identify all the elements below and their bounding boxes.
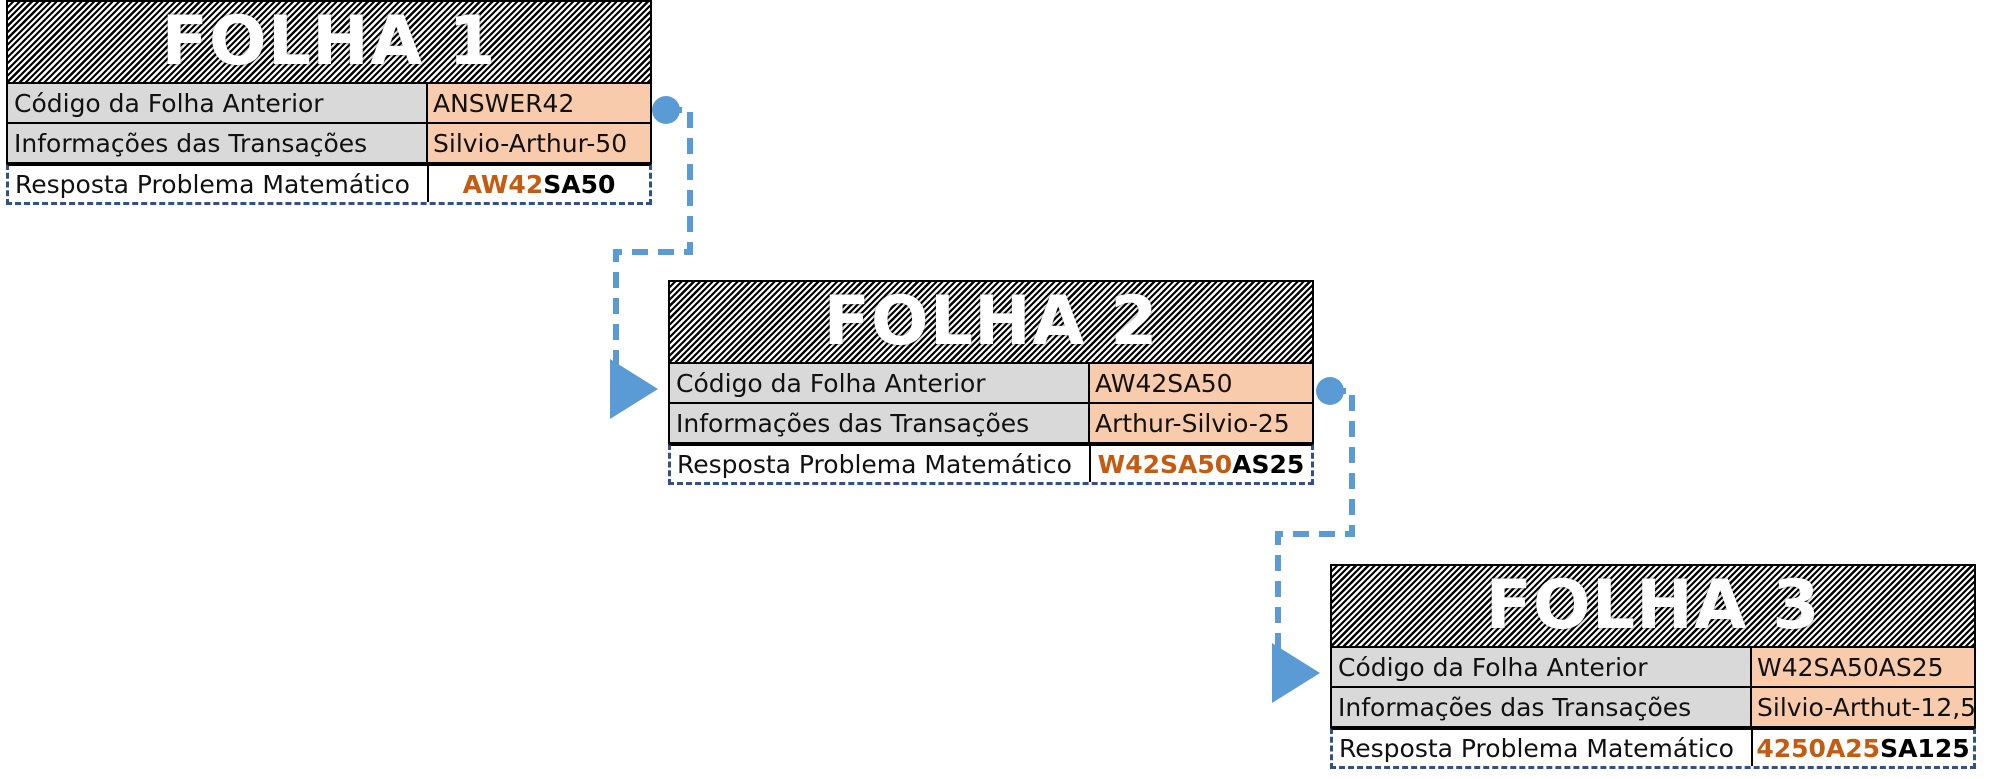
connector-path	[610, 107, 693, 419]
answer-part-plain: AS25	[1232, 449, 1305, 479]
row-label: Código da Folha Anterior	[670, 364, 1090, 402]
row-value[interactable]: Silvio-Arthut-12,5	[1752, 688, 1974, 726]
connector-path	[1272, 388, 1355, 703]
connector-1-to-2	[610, 96, 693, 419]
answer-part-highlight: 4250A25	[1756, 733, 1881, 763]
sheet-folha-3: FOLHA 3 Código da Folha Anterior W42SA50…	[1330, 564, 1976, 769]
sheet-header: FOLHA 1	[6, 0, 652, 84]
sheet-header: FOLHA 3	[1330, 564, 1976, 648]
connector-2-to-3	[1272, 377, 1355, 703]
sheet-title: FOLHA 3	[1485, 566, 1821, 645]
row-label: Resposta Problema Matemático	[671, 446, 1091, 482]
answer-part-plain: SA50	[543, 169, 616, 199]
answer-part-plain: SA125	[1880, 733, 1970, 763]
sheet-header: FOLHA 2	[668, 280, 1314, 364]
sheet-folha-2: FOLHA 2 Código da Folha Anterior AW42SA5…	[668, 280, 1314, 485]
row-transactions: Informações das Transações Silvio-Arthut…	[1330, 688, 1976, 728]
row-value[interactable]: W42SA50AS25	[1752, 648, 1974, 686]
row-transactions: Informações das Transações Silvio-Arthur…	[6, 124, 652, 164]
row-label: Código da Folha Anterior	[8, 84, 428, 122]
row-label: Informações das Transações	[670, 404, 1090, 442]
row-label: Informações das Transações	[1332, 688, 1752, 726]
answer-part-highlight: AW42	[462, 169, 544, 199]
sheet-folha-1: FOLHA 1 Código da Folha Anterior ANSWER4…	[6, 0, 652, 205]
row-value[interactable]: AW42SA50	[1090, 364, 1312, 402]
sheet-title: FOLHA 1	[161, 2, 497, 81]
row-previous-code: Código da Folha Anterior ANSWER42	[6, 84, 652, 124]
row-transactions: Informações das Transações Arthur-Silvio…	[668, 404, 1314, 444]
answer-part-highlight: W42SA50	[1097, 449, 1233, 479]
row-previous-code: Código da Folha Anterior W42SA50AS25	[1330, 648, 1976, 688]
row-label: Informações das Transações	[8, 124, 428, 162]
row-label: Resposta Problema Matemático	[1333, 730, 1753, 766]
row-value[interactable]: Silvio-Arthur-50	[428, 124, 650, 162]
row-value[interactable]: Arthur-Silvio-25	[1090, 404, 1312, 442]
row-value[interactable]: ANSWER42	[428, 84, 650, 122]
row-label: Resposta Problema Matemático	[9, 166, 429, 202]
row-label: Código da Folha Anterior	[1332, 648, 1752, 686]
row-previous-code: Código da Folha Anterior AW42SA50	[668, 364, 1314, 404]
sheet-title: FOLHA 2	[823, 282, 1159, 361]
